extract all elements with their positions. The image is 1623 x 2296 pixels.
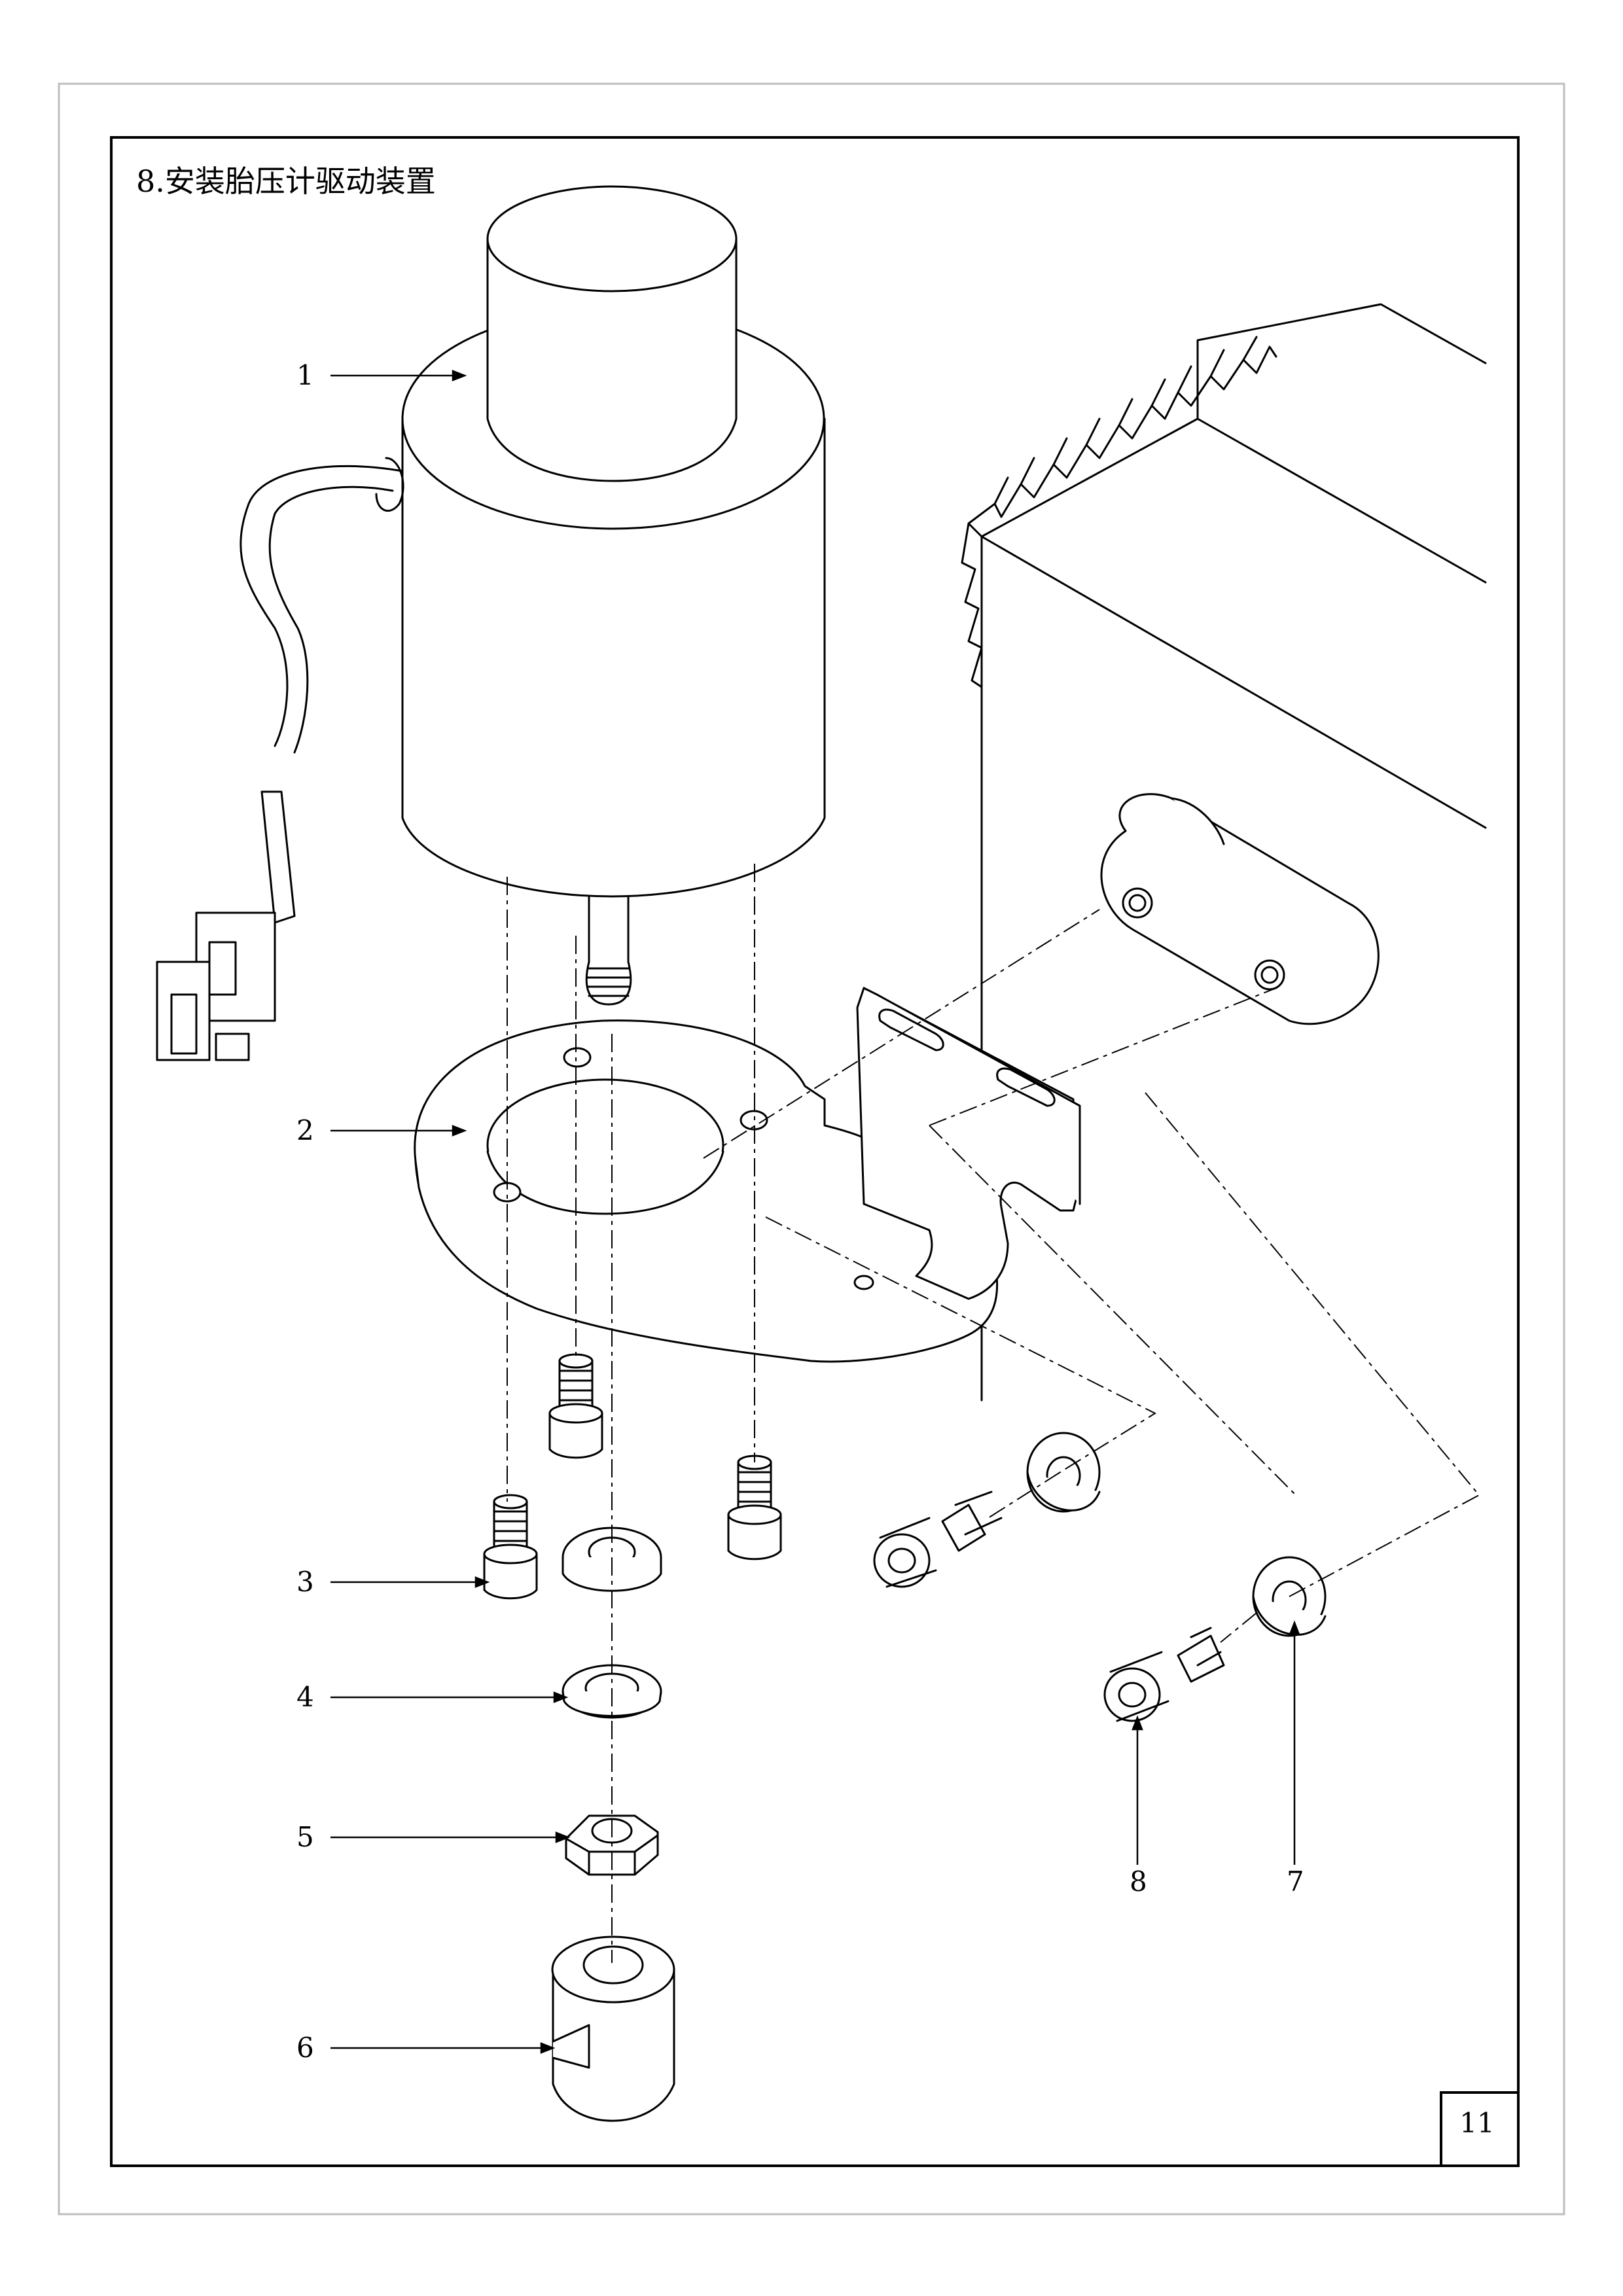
motor-cable	[156, 457, 404, 1061]
coupling-sleeve	[551, 1935, 675, 2122]
drive-gear	[961, 336, 1277, 688]
machine-housing	[980, 303, 1487, 1402]
outer-frame	[58, 82, 1565, 2216]
side-washer-upper	[1026, 1432, 1101, 1513]
side-screw-upper	[873, 1491, 1003, 1588]
callout-1: 1	[296, 359, 314, 391]
callout-leaders	[330, 370, 1300, 2054]
assembly-centerlines	[507, 864, 1480, 1963]
side-screw	[1103, 1627, 1225, 1722]
callout-4: 4	[296, 1681, 314, 1713]
callout-8: 8	[1130, 1865, 1147, 1898]
cap-screw	[727, 1455, 782, 1561]
cap-screw	[548, 1353, 603, 1459]
cap-screw	[483, 1494, 538, 1600]
inner-frame	[110, 136, 1520, 2167]
callout-2: 2	[296, 1114, 314, 1146]
motor	[401, 185, 826, 1006]
page-title: 8.安装胎压计驱动装置	[136, 164, 436, 199]
page-number: 11	[1459, 2107, 1495, 2139]
callout-7: 7	[1287, 1865, 1304, 1898]
callout-5: 5	[296, 1821, 314, 1853]
page-number-box	[1440, 2091, 1520, 2167]
callout-3: 3	[296, 1566, 314, 1598]
mounting-bracket	[414, 987, 1081, 1363]
mounting-block	[1100, 793, 1380, 1025]
callout-6: 6	[296, 2032, 314, 2064]
